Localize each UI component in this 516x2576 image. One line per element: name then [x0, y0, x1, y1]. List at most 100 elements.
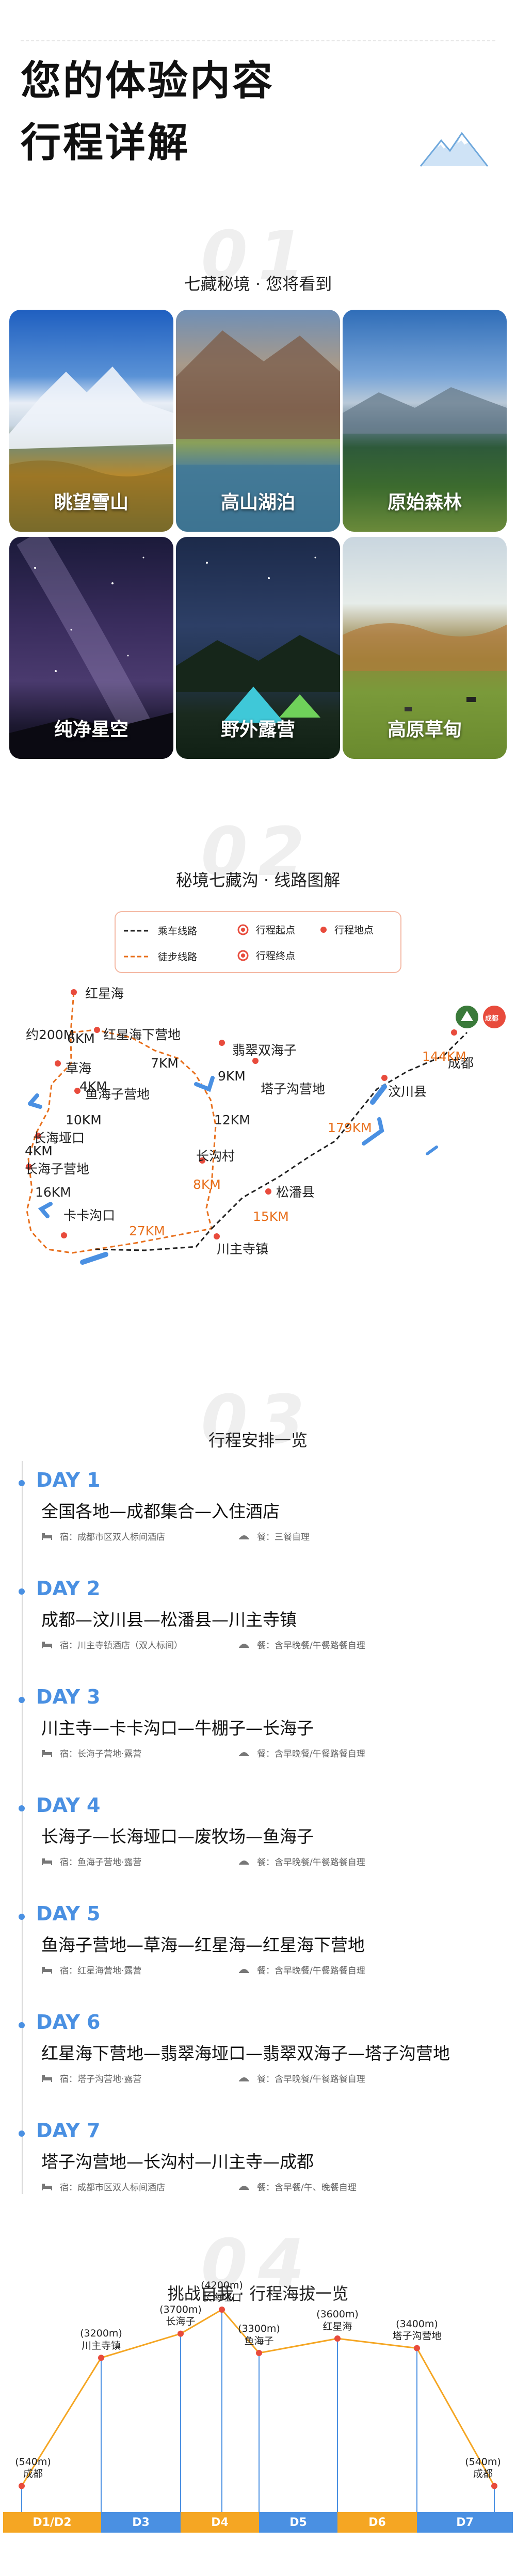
day-segment: D1/D2: [3, 2512, 101, 2533]
bed-icon: [42, 1858, 52, 1865]
altitude-place: 鱼海子: [244, 2335, 274, 2347]
place-hongxinghai: 红星海: [85, 986, 124, 1001]
stay-text: 宿：红星海营地·露营: [60, 1966, 142, 1976]
meal-icon: [239, 1968, 249, 1973]
photo-label: 原始森林: [387, 492, 462, 513]
section3-number: 03: [201, 1380, 315, 1459]
legend-drive-label: 乘车线路: [158, 926, 198, 937]
meal-text: 餐：含早餐/午、晚餐自理: [257, 2183, 357, 2193]
altitude-label: (540m)成都: [452, 2456, 514, 2481]
altitude-place: 长海子: [166, 2316, 196, 2328]
stay-text: 宿：塔子沟营地·露营: [60, 2074, 142, 2085]
legend-drive: 乘车线路: [124, 924, 197, 937]
day-heading: DAY 7: [36, 2119, 101, 2142]
altitude-place: 成都: [473, 2468, 493, 2480]
day-meal: 餐：含早晚餐/午餐路餐自理: [238, 1855, 365, 1868]
day-stay: 宿：长海子营地·露营: [41, 1746, 141, 1759]
altitude-value: (3700m): [159, 2303, 202, 2315]
meal-text: 餐：含早晚餐/午餐路餐自理: [257, 1641, 365, 1651]
distance-label: 9KM: [218, 1069, 246, 1084]
section2-number: 02: [201, 813, 315, 891]
altitude-place: 川主寺镇: [81, 2340, 121, 2352]
day-meal: 餐：含早餐/午、晚餐自理: [238, 2180, 357, 2193]
place-changgoucun: 长沟村: [196, 1149, 235, 1164]
altitude-chart: [19, 2307, 497, 2512]
stay-text: 宿：鱼海子营地·露营: [60, 1857, 142, 1868]
schedule-timeline: [22, 1461, 23, 2194]
meal-text: 餐：含早晚餐/午餐路餐自理: [257, 2074, 365, 2085]
day-segment: D4: [181, 2512, 259, 2533]
place-changhaiyakou: 长海垭口: [33, 1131, 85, 1146]
timeline-dot: [19, 1805, 25, 1811]
photo-label: 高山湖泊: [220, 492, 295, 513]
photo-highland-meadow: 高原草甸: [343, 537, 507, 759]
legend-hike: 徒步线路: [124, 949, 197, 963]
timeline-dot: [19, 1588, 25, 1595]
distance-label: 6KM: [67, 1031, 95, 1046]
altitude-point: [19, 2483, 25, 2489]
bed-icon: [42, 1641, 52, 1648]
stay-text: 宿：成都市区双人标间酒店: [60, 2183, 165, 2193]
place-hongxinghai-lower: 红星海下营地: [103, 1027, 181, 1042]
stay-text: 宿：川主寺镇酒店（双人标间）: [60, 1641, 183, 1651]
bed-icon: [42, 2183, 52, 2190]
altitude-value: (3300m): [238, 2323, 280, 2334]
meal-text: 餐：含早晚餐/午餐路餐自理: [257, 1966, 365, 1976]
photo-starry-sky: 纯净星空: [9, 537, 173, 759]
day-route: 川主寺—卡卡沟口—牛棚子—长海子: [41, 1718, 314, 1738]
altitude-point: [491, 2483, 497, 2489]
timeline-dot: [19, 2022, 25, 2028]
place-wenchuan: 汶川县: [388, 1084, 427, 1099]
meal-icon: [239, 1860, 249, 1865]
day-stay: 宿：塔子沟营地·露营: [41, 2072, 141, 2085]
stay-text: 宿：成都市区双人标间酒店: [60, 1532, 165, 1543]
photo-snow-mountain: 眺望雪山: [9, 310, 173, 532]
altitude-point: [334, 2335, 341, 2342]
section1-title: 七藏秘境 · 您将看到: [184, 274, 332, 294]
section4-number: 04: [201, 2224, 315, 2303]
section3-title: 行程安排一览: [208, 1430, 308, 1450]
day-route: 全国各地—成都集合—入住酒店: [41, 1501, 280, 1521]
photo-primeval-forest: 原始森林: [343, 310, 507, 532]
day-route: 鱼海子营地—草海—红星海—红星海下营地: [41, 1935, 365, 1955]
altitude-point: [219, 2307, 225, 2313]
distance-label: 8KM: [193, 1177, 221, 1192]
place-kakagoukou: 卡卡沟口: [63, 1208, 116, 1223]
place-fecuishuanghai: 翡翠双海子: [232, 1043, 297, 1058]
distance-label: 27KM: [129, 1223, 165, 1238]
day-meal: 餐：含早晚餐/午餐路餐自理: [238, 1963, 365, 1976]
altitude-line: [21, 2309, 495, 2487]
legend-place-label: 行程地点: [334, 925, 374, 936]
distance-label: 约200M: [26, 1027, 75, 1042]
day-stay: 宿：成都市区双人标间酒店: [41, 1530, 165, 1543]
meal-text: 餐：含早晚餐/午餐路餐自理: [257, 1857, 365, 1868]
distance-label: 15KM: [253, 1209, 289, 1224]
altitude-value: (3200m): [80, 2328, 122, 2340]
bed-icon: [42, 1966, 52, 1974]
altitude-point: [414, 2345, 420, 2351]
day-heading: DAY 2: [36, 1577, 101, 1600]
altitude-value: (540m): [465, 2456, 501, 2468]
day-meal: 餐：含早晚餐/午餐路餐自理: [238, 1746, 365, 1759]
distance-label: 4KM: [25, 1143, 53, 1158]
photo-label: 眺望雪山: [54, 492, 128, 513]
place-caohai: 草海: [66, 1061, 92, 1076]
day-route: 塔子沟营地—长沟村—川主寺—成都: [41, 2152, 314, 2172]
altitude-label: (3300m)鱼海子: [228, 2323, 290, 2348]
altitude-label: (4200m)长海垭口: [191, 2280, 253, 2304]
section4-title: 挑战自我 · 行程海拔一览: [167, 2284, 349, 2303]
timeline-dot: [19, 1480, 25, 1486]
page-title: 您的体验内容: [21, 58, 275, 104]
day-heading: DAY 3: [36, 1685, 101, 1708]
meal-icon: [239, 1643, 249, 1648]
legend-end: 行程终点: [237, 948, 295, 962]
timeline-dot: [19, 2130, 25, 2137]
bed-icon: [42, 2075, 52, 2082]
day-heading: DAY 6: [36, 2011, 101, 2033]
altitude-place: 长海垭口: [202, 2292, 241, 2303]
day-segment: D5: [259, 2512, 337, 2533]
meal-icon: [239, 1752, 249, 1756]
meal-text: 餐：三餐自理: [257, 1532, 310, 1543]
place-changhaizi: 长海子营地: [25, 1162, 90, 1176]
altitude-place: 塔子沟营地: [392, 2330, 442, 2342]
